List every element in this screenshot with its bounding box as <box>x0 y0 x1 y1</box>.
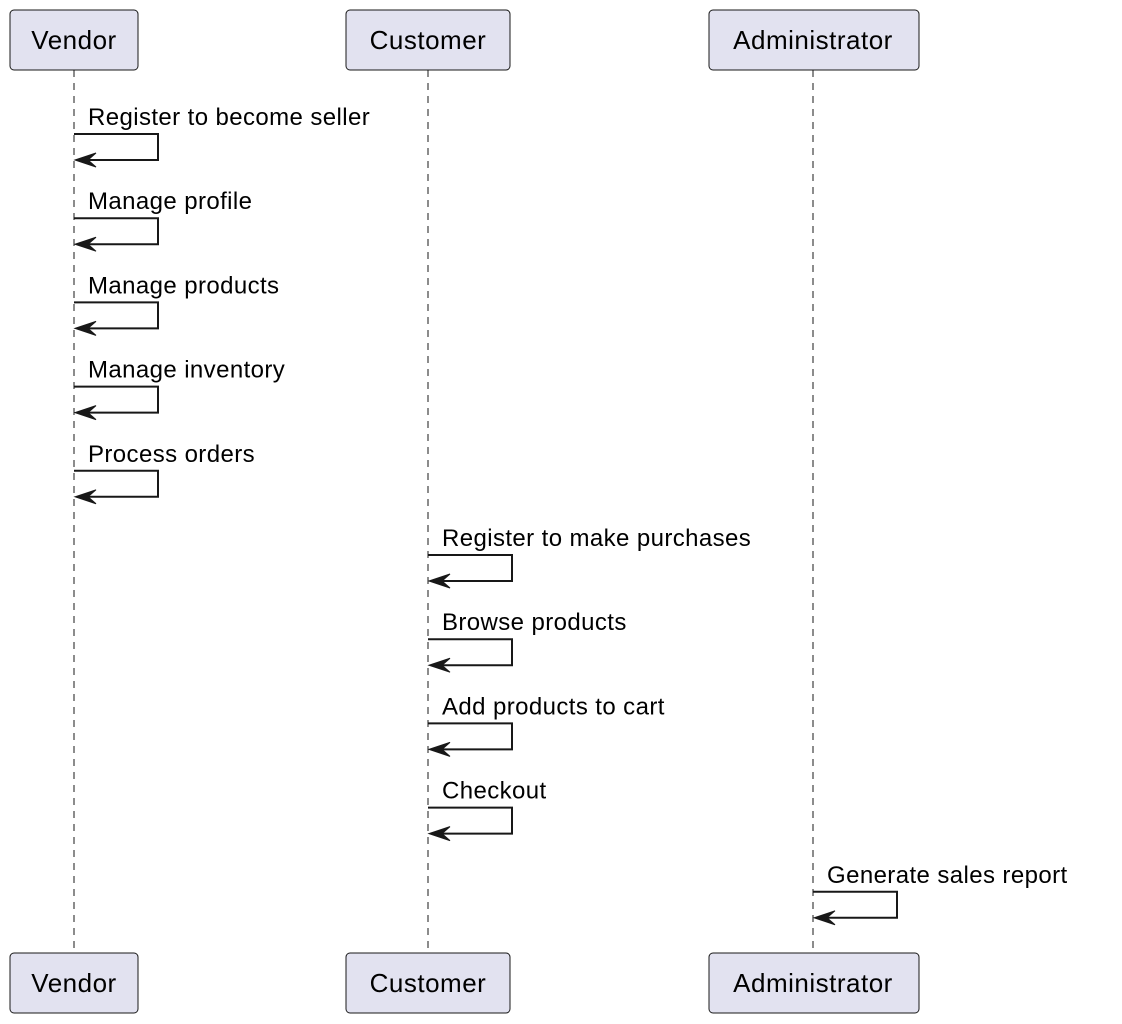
message-label: Add products to cart <box>442 693 665 720</box>
participant-label: Vendor <box>31 25 116 55</box>
self-message-arrow <box>428 806 513 835</box>
arrowhead-icon <box>427 657 451 673</box>
arrowhead-icon <box>73 405 97 421</box>
message-label: Checkout <box>442 778 547 805</box>
message-10: Generate sales report <box>812 862 1068 926</box>
message-9: Checkout <box>427 778 547 842</box>
participant-label: Administrator <box>733 25 893 55</box>
message-8: Add products to cart <box>427 693 665 757</box>
message-label: Manage inventory <box>88 357 285 384</box>
participant-label: Administrator <box>733 968 893 998</box>
self-message-arrow <box>74 469 159 498</box>
participant-label: Vendor <box>31 968 116 998</box>
message-label: Browse products <box>442 609 627 636</box>
self-message-arrow <box>428 554 513 582</box>
participant-box <box>708 952 920 1014</box>
self-message-arrow <box>74 217 159 246</box>
participant-box <box>9 952 139 1014</box>
arrowhead-icon <box>812 910 836 926</box>
arrowhead-icon <box>73 152 97 168</box>
arrowhead-icon <box>73 236 97 252</box>
arrowhead-icon <box>427 741 451 757</box>
message-3: Manage products <box>73 272 279 336</box>
self-message-arrow <box>74 385 159 414</box>
arrowhead-icon <box>73 320 97 336</box>
message-2: Manage profile <box>73 188 252 252</box>
self-message-arrow <box>74 301 159 330</box>
message-label: Process orders <box>88 441 255 468</box>
self-message-arrow <box>428 638 513 667</box>
message-label: Manage products <box>88 272 279 299</box>
participant-administrator-top[interactable]: Administrator <box>708 9 920 71</box>
self-message-arrow <box>428 722 513 751</box>
participant-customer-bottom[interactable]: Customer <box>345 952 511 1014</box>
message-label: Manage profile <box>88 188 252 215</box>
message-label: Generate sales report <box>827 862 1068 889</box>
message-7: Browse products <box>427 609 627 673</box>
participant-box <box>345 952 511 1014</box>
participant-label: Customer <box>370 25 487 55</box>
message-4: Manage inventory <box>73 357 285 421</box>
participant-vendor-top[interactable]: Vendor <box>9 9 139 71</box>
arrowhead-icon <box>73 489 97 505</box>
participant-administrator-bottom[interactable]: Administrator <box>708 952 920 1014</box>
participant-box <box>9 9 139 71</box>
participant-label: Customer <box>370 968 487 998</box>
arrowhead-icon <box>427 573 451 589</box>
participant-box <box>708 9 920 71</box>
participant-box <box>345 9 511 71</box>
participant-vendor-bottom[interactable]: Vendor <box>9 952 139 1014</box>
self-message-arrow <box>74 133 159 161</box>
participants: VendorVendorCustomerCustomerAdministrato… <box>9 9 920 1014</box>
lifelines <box>73 70 814 953</box>
participant-customer-top[interactable]: Customer <box>345 9 511 71</box>
message-6: Register to make purchases <box>427 525 751 589</box>
message-label: Register to make purchases <box>442 525 751 552</box>
message-1: Register to become seller <box>73 104 370 168</box>
arrowhead-icon <box>427 826 451 842</box>
self-message-arrow <box>813 890 898 919</box>
message-5: Process orders <box>73 441 255 505</box>
message-label: Register to become seller <box>88 104 370 131</box>
